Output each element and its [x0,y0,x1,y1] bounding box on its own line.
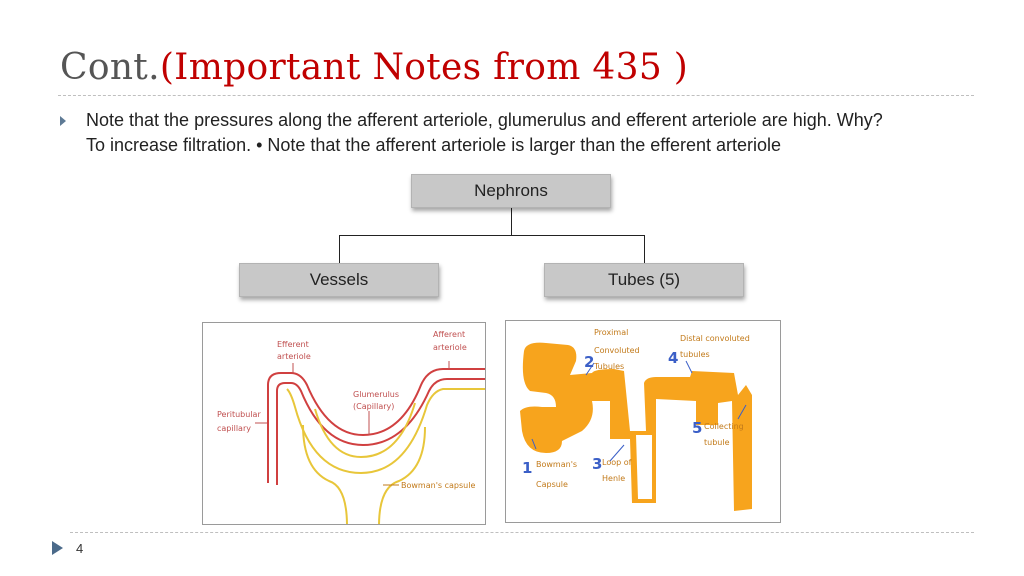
title-divider [58,95,974,96]
title-main: (Important Notes from 435 ) [159,47,689,88]
distal-pointer [685,360,693,374]
label-collecting-2: tubule [704,438,730,447]
nephron-tube-shape [520,342,752,511]
connector-left-stem [339,235,340,263]
tubes-figure: 2 4 5 1 3 Proximal Convoluted Tubules Di… [505,320,781,523]
label-bowman-1: Bowman's [536,460,577,469]
footer-arrow-icon [52,541,63,555]
label-proximal-1: Proximal [594,328,628,337]
label-peritubular-1: Peritubular [217,410,261,419]
note-line-1: Note that the pressures along the affere… [86,110,883,130]
number-2: 2 [584,353,594,371]
number-5: 5 [692,419,702,437]
label-peritubular-2: capillary [217,424,251,433]
connector-root-stem [511,208,512,235]
note-line-2: To increase filtration. • Note that the … [86,135,782,155]
tubes-drawing: 2 4 5 1 3 Proximal Convoluted Tubules Di… [520,328,752,511]
connector-right-stem [644,235,645,263]
capsule-inner-line [314,402,416,459]
label-proximal-3: Tubules [593,362,624,371]
label-loop-2: Henle [602,474,625,483]
label-efferent-1: Efferent [277,340,309,349]
number-3: 3 [592,455,602,473]
note-text: Note that the pressures along the affere… [86,108,966,158]
connector-horizontal [339,235,645,236]
label-glomerulus-1: Glumerulus [353,390,399,399]
title-prefix: Cont. [60,47,160,88]
node-tubes: Tubes (5) [544,263,744,297]
number-4: 4 [668,349,678,367]
collecting-pointer [737,404,747,420]
label-distal-1: Distal convoluted [680,334,750,343]
label-proximal-2: Convoluted [594,346,640,355]
vessels-figure: Efferent arteriole Afferent arteriole Gl… [202,322,486,525]
bullet-arrow-icon [60,116,66,126]
proximal-pointer [585,362,595,376]
vessel-inner-line [276,378,485,485]
label-glomerulus-2: (Capillary) [353,402,394,411]
footer-divider [70,532,974,533]
label-efferent-2: arteriole [277,352,311,361]
bowman-tube-pointer [531,438,537,450]
capsule-left-tube [302,424,348,524]
label-bowman-capsule: Bowman's capsule [401,481,475,490]
capsule-outer-line [286,388,485,475]
label-loop-1: Loop of [602,458,632,467]
label-collecting-1: Collecting [704,422,744,431]
label-afferent-2: arteriole [433,343,467,352]
number-1: 1 [522,459,532,477]
label-distal-2: tubules [680,350,710,359]
slide-title: Cont.(Important Notes from 435 ) [60,46,688,90]
label-afferent-1: Afferent [433,330,465,339]
page-number: 4 [76,541,84,556]
vessel-outer-line [267,368,485,483]
node-nephrons: Nephrons [411,174,611,208]
label-bowman-2: Capsule [536,480,568,489]
vessels-drawing: Efferent arteriole Afferent arteriole Gl… [217,330,485,524]
capsule-right-tube [378,426,426,524]
loop-pointer [609,444,625,462]
node-vessels: Vessels [239,263,439,297]
